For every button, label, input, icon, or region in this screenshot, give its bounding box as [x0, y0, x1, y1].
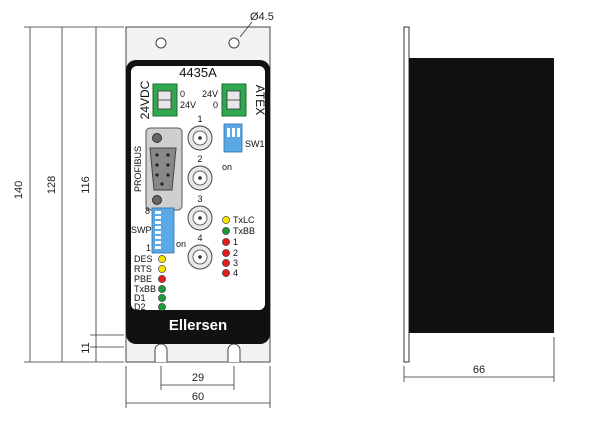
profibus-label: PROFIBUS [133, 146, 143, 192]
led-pbe-label: PBE [134, 274, 152, 284]
led-txbb-left [158, 285, 166, 293]
profibus-connector [145, 127, 183, 211]
led-port-3-label: 3 [233, 258, 238, 268]
swp-bottom-number: 1 [146, 243, 151, 253]
led-pbe [158, 275, 166, 283]
swp-top-number: 8 [145, 206, 150, 216]
led-txbb-left-label: TxBB [134, 284, 156, 294]
dim-width-front: 60 [192, 391, 204, 403]
led-txbb-right [222, 227, 230, 235]
power-label: 24VDC [138, 80, 152, 119]
swp-label: SWP [131, 225, 152, 235]
dim-height-inner: 116 [80, 176, 92, 194]
led-port-2-label: 2 [233, 248, 238, 258]
led-txlc-label: TxLC [233, 215, 255, 225]
port-1-label: 1 [197, 114, 202, 124]
side-view [403, 26, 554, 363]
atex-pin-0: 0 [213, 100, 218, 110]
port-3-label: 3 [197, 194, 202, 204]
mount-hole-top-left [155, 37, 167, 49]
atex-label: ATEX [253, 85, 267, 115]
port-3[interactable] [187, 205, 213, 231]
port-2[interactable] [187, 165, 213, 191]
brand-logo: Ellersen [169, 317, 227, 334]
led-port-4-label: 4 [233, 268, 238, 278]
port-2-label: 2 [197, 154, 202, 164]
dim-bottom-offset: 11 [80, 342, 92, 353]
side-housing [409, 58, 554, 333]
dim-height-total: 140 [13, 181, 25, 199]
left-led-column [158, 255, 166, 311]
mount-hole-top-right [228, 37, 240, 49]
led-rts-label: RTS [134, 264, 152, 274]
sw1-dip-switch[interactable] [223, 123, 243, 153]
led-des [158, 255, 166, 263]
led-d1-label: D1 [134, 293, 146, 303]
port-1[interactable] [187, 125, 213, 151]
led-port-2 [222, 249, 230, 257]
sw1-label: SW1 [245, 139, 265, 149]
side-width-dimension [403, 337, 555, 382]
led-rts [158, 265, 166, 273]
led-d2-label: D2 [134, 302, 146, 312]
power-pin-24: 24V [180, 100, 196, 110]
dim-slot-spacing: 29 [192, 372, 204, 384]
dim-height-mid: 128 [46, 176, 58, 194]
atex-connector [221, 83, 247, 117]
sw1-on: on [222, 162, 232, 172]
led-d1 [158, 294, 166, 302]
led-port-4 [222, 269, 230, 277]
led-port-1 [222, 238, 230, 246]
power-connector [152, 83, 178, 117]
led-txbb-right-label: TxBB [233, 226, 255, 236]
mount-slot-left [154, 343, 168, 362]
mount-slot-right [227, 343, 241, 362]
dim-width-side: 66 [473, 364, 485, 376]
port-group [187, 125, 213, 270]
right-led-column [222, 216, 230, 277]
dim-hole: Ø4.5 [250, 11, 274, 23]
model-label: 4435A [179, 65, 217, 80]
swp-on: on [176, 239, 186, 249]
port-4-label: 4 [197, 233, 202, 243]
led-des-label: DES [134, 254, 153, 264]
port-4[interactable] [187, 244, 213, 270]
led-port-1-label: 1 [233, 237, 238, 247]
led-port-3 [222, 259, 230, 267]
width-dimensions [125, 366, 271, 408]
swp-dip-switch[interactable] [151, 207, 175, 254]
led-d2 [158, 303, 166, 311]
led-txlc [222, 216, 230, 224]
power-pin-0: 0 [180, 89, 185, 99]
side-mounting-plate [403, 26, 410, 363]
atex-pin-24: 24V [202, 89, 218, 99]
height-dimensions [24, 26, 124, 363]
